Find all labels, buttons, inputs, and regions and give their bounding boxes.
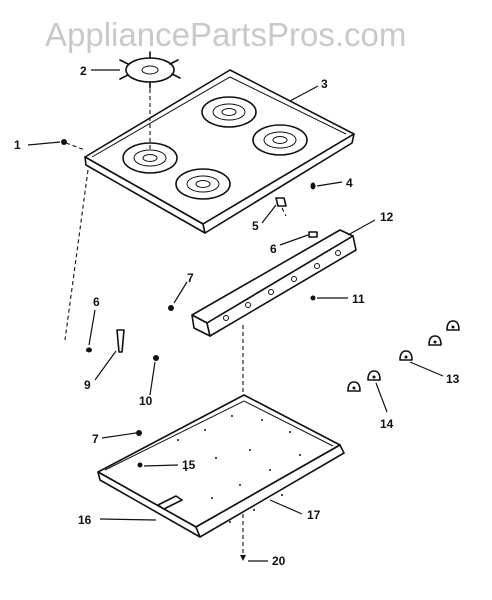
screw-10 bbox=[153, 355, 159, 361]
screw-7-top bbox=[168, 305, 174, 311]
screw-4 bbox=[310, 182, 316, 190]
orifice-14b bbox=[367, 370, 381, 381]
burner-front-left bbox=[122, 142, 178, 174]
leader-lines bbox=[27, 69, 444, 562]
orifice-13a bbox=[399, 350, 413, 361]
callout-6a: 6 bbox=[270, 242, 277, 256]
bracket-9 bbox=[116, 329, 125, 353]
burner-front-right bbox=[175, 168, 231, 200]
callout-5: 5 bbox=[252, 219, 259, 233]
callout-10: 10 bbox=[139, 394, 153, 408]
callout-9: 9 bbox=[84, 378, 91, 392]
callout-13: 13 bbox=[446, 372, 460, 386]
callout-11: 11 bbox=[352, 292, 365, 306]
orifice-14a bbox=[347, 381, 361, 392]
callout-7b: 7 bbox=[92, 432, 99, 446]
screw-11 bbox=[310, 295, 316, 301]
watermark-text: AppliancePartsPros.com bbox=[45, 16, 406, 53]
callout-7a: 7 bbox=[187, 271, 194, 285]
callout-3: 3 bbox=[321, 77, 328, 91]
orifice-13b bbox=[428, 335, 442, 346]
screw-7-bottom bbox=[136, 430, 142, 436]
callout-12: 12 bbox=[380, 210, 394, 224]
callout-14: 14 bbox=[380, 417, 394, 431]
callout-6b: 6 bbox=[93, 295, 100, 309]
screw-1-path bbox=[64, 142, 89, 341]
burner-grate bbox=[119, 51, 181, 89]
nut-6-left bbox=[86, 347, 92, 353]
screw-20 bbox=[240, 555, 246, 561]
callout-17: 17 bbox=[307, 508, 321, 522]
callout-4: 4 bbox=[346, 176, 353, 190]
callout-16: 16 bbox=[78, 513, 92, 527]
burner-box bbox=[97, 394, 345, 538]
callout-1: 1 bbox=[14, 138, 21, 152]
callout-15: 15 bbox=[182, 458, 196, 472]
cooktop-panel bbox=[84, 69, 355, 234]
orifice-13c bbox=[446, 320, 460, 331]
screw-6-top bbox=[308, 231, 318, 238]
screw-15 bbox=[137, 462, 143, 468]
burner-rear-right bbox=[252, 124, 308, 156]
burner-rear-left bbox=[201, 96, 257, 128]
callout-20: 20 bbox=[272, 554, 286, 568]
clip-5 bbox=[275, 197, 287, 217]
screw-1 bbox=[61, 139, 67, 145]
callout-2: 2 bbox=[80, 64, 87, 78]
manifold-bracket bbox=[191, 229, 357, 337]
